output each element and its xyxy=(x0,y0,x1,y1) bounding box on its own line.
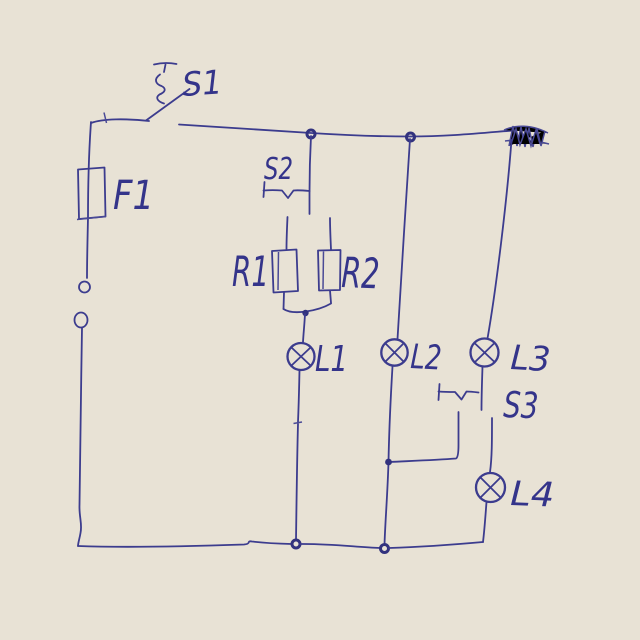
switch-s1-actuator-bar-icon xyxy=(153,62,178,66)
label-r1: R1 xyxy=(232,247,269,296)
switch-s1: S1 xyxy=(90,62,514,138)
switch-s1-actuator-stem-icon xyxy=(163,63,167,73)
branch-l2: L2 xyxy=(380,131,443,546)
switch-s2-contact-icon xyxy=(262,189,311,199)
resistor-r2-retrace xyxy=(322,251,325,290)
top-wire-left xyxy=(90,118,150,124)
lamp-l1-icon xyxy=(286,341,316,372)
top-wire-right xyxy=(178,123,514,138)
wire-l4-down xyxy=(482,501,488,543)
lamp-l3-cross-icon xyxy=(474,342,495,363)
lamp-l2-cross-icon xyxy=(385,343,404,362)
wire-to-l1 xyxy=(302,313,306,343)
lamp-l1-cross-icon xyxy=(291,347,312,367)
junction-dot xyxy=(302,309,309,317)
wire-l1-down-lower xyxy=(295,423,299,541)
scribble-stroke xyxy=(510,126,541,149)
lamp-l4-icon xyxy=(474,471,507,504)
wire-l2-down xyxy=(383,365,394,546)
switch-s1-arm-icon xyxy=(145,88,191,122)
left-rail-upper-wire xyxy=(86,121,92,279)
label-l4: L4 xyxy=(510,474,555,516)
junction-dot xyxy=(379,543,390,554)
branch-s2-r1-r2-l1: S2 R1 R2 L1 xyxy=(232,128,381,541)
label-s3: S3 xyxy=(503,385,539,427)
bottom-rail xyxy=(77,538,484,554)
lamp-l4-cross-icon xyxy=(480,477,501,498)
scribble-crossed-out xyxy=(503,125,550,149)
label-l3: L3 xyxy=(510,338,552,380)
left-rail-lower-wire xyxy=(77,327,83,547)
fuse-f1-icon xyxy=(77,166,107,220)
junction-dot xyxy=(290,538,302,550)
lamp-l2-icon xyxy=(380,338,409,367)
lamp-l3-icon xyxy=(469,337,500,368)
fuse-f1-retrace xyxy=(76,215,107,221)
wire-l3-bottom-stub xyxy=(480,365,484,411)
resistor-r1-retrace xyxy=(277,251,280,291)
resistor-r2-icon xyxy=(317,249,342,292)
wire-r1-bottom-stub xyxy=(282,291,285,310)
wire-l2-drop xyxy=(396,138,411,340)
wire-s3-to-l4 xyxy=(489,417,493,473)
resistor-r1-icon xyxy=(271,248,299,294)
switch-s3-contact-icon xyxy=(437,390,480,401)
wire-s3-branch-link xyxy=(389,411,460,463)
wire-s2-drop xyxy=(308,135,312,215)
left-rail: F1 xyxy=(73,121,154,547)
label-r2: R2 xyxy=(341,248,381,298)
wire-l1-down-upper xyxy=(297,369,301,423)
switch-s2-tick-icon xyxy=(262,181,266,198)
branch-l3-s3-l4: L3 S3 L4 xyxy=(385,139,555,543)
bottom-rail-wire-right xyxy=(388,541,484,549)
supply-terminal-bottom-icon xyxy=(73,311,89,329)
label-s2: S2 xyxy=(264,152,293,187)
top-wire-tick xyxy=(103,112,108,124)
bottom-rail-wire-mid xyxy=(299,543,381,549)
switch-s1-spring-icon xyxy=(155,73,166,105)
label-s1: S1 xyxy=(181,62,224,104)
label-f1: F1 xyxy=(113,173,154,219)
wire-l3-drop xyxy=(486,139,513,340)
bottom-rail-wire-left xyxy=(77,540,293,548)
label-l2: L2 xyxy=(410,337,443,379)
wire-r2-bottom-stub xyxy=(329,289,332,304)
junction-dot xyxy=(385,458,392,466)
label-l1: L1 xyxy=(315,339,348,380)
wire-r2-top-stub xyxy=(329,217,332,251)
wire-l1-tick xyxy=(293,421,303,425)
supply-terminal-top-icon xyxy=(78,280,91,294)
wire-r1-top-stub xyxy=(285,216,289,250)
